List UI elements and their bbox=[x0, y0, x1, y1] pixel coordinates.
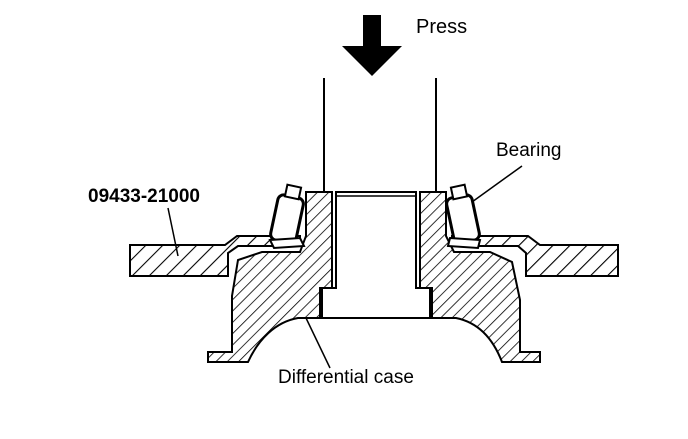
press-rod bbox=[323, 78, 437, 192]
bearing-label: Bearing bbox=[496, 140, 562, 161]
special-tool-plate bbox=[129, 235, 619, 277]
differential-case bbox=[207, 191, 541, 363]
leader-lines bbox=[167, 165, 523, 369]
bearing-left bbox=[268, 183, 306, 250]
press-label: Press bbox=[416, 16, 468, 38]
bearing-leader-line bbox=[471, 165, 523, 203]
case-leader-line bbox=[305, 317, 331, 369]
press-arrow-icon bbox=[342, 15, 402, 76]
differential-case-label: Differential case bbox=[278, 367, 414, 388]
bearing-right bbox=[445, 183, 482, 250]
special-tool-label: 09433-21000 bbox=[88, 186, 200, 207]
tool-leader-line bbox=[167, 207, 179, 257]
